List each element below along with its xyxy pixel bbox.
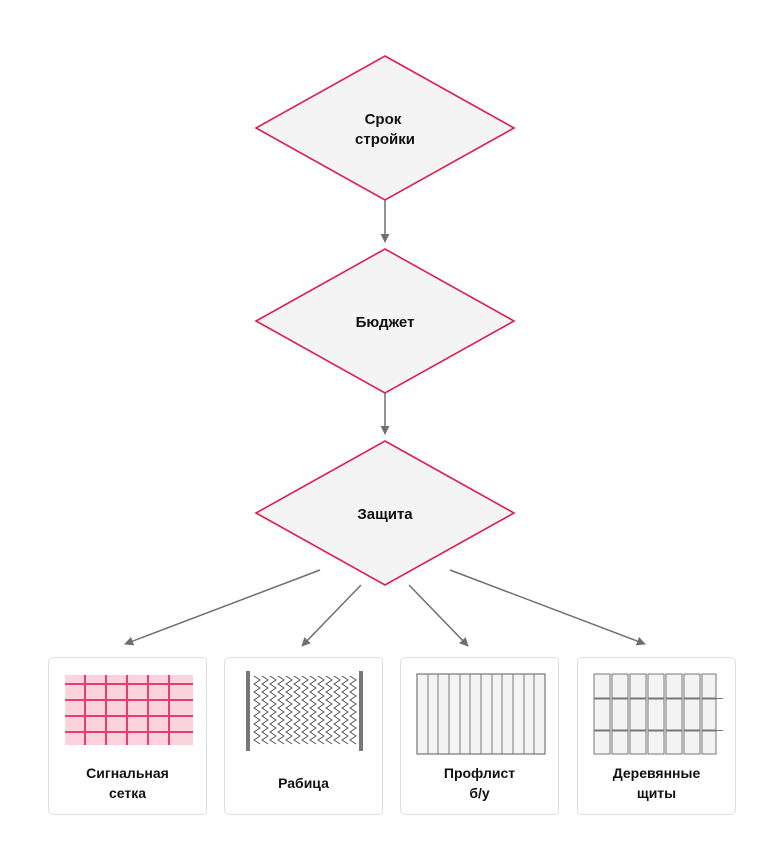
decision-label-term: Срок стройки xyxy=(355,111,415,148)
chain-link-mesh-icon xyxy=(246,671,363,751)
option-card-profile-sheet: Профлист б/у xyxy=(400,657,559,815)
option-card-wooden-panels: Деревянные щиты xyxy=(577,657,736,815)
decision-label-line: стройки xyxy=(355,131,415,148)
option-card-signal-mesh: Сигнальная сетка xyxy=(48,657,207,815)
signal-mesh-icon xyxy=(65,675,193,745)
connector-protection-to-signal-mesh xyxy=(124,569,321,646)
decision-node-term: Срок стройки xyxy=(254,55,516,201)
decision-diamond xyxy=(254,248,516,394)
decision-label-line: Срок xyxy=(365,111,402,128)
option-label: Рабица xyxy=(278,775,329,791)
decision-diamond xyxy=(254,440,516,586)
decision-label-budget: Бюджет xyxy=(356,314,415,331)
profile-sheet-icon xyxy=(416,673,546,755)
connector-protection-to-wooden-panels xyxy=(449,569,646,646)
option-label: Профлист б/у xyxy=(443,765,516,801)
decision-node-budget: Бюджет xyxy=(254,248,516,394)
wooden-panels-icon xyxy=(593,673,723,755)
decision-diamond xyxy=(254,55,516,201)
option-label: Деревянные щиты xyxy=(612,765,701,801)
decision-label-line: Бюджет xyxy=(356,314,415,331)
connector-protection-to-chain-link xyxy=(301,584,362,647)
decision-label-line: Защита xyxy=(357,506,413,523)
decision-node-protection: Защита xyxy=(254,440,516,586)
option-card-chain-link: Рабица xyxy=(224,657,383,815)
option-label: Сигнальная сетка xyxy=(86,765,169,801)
decision-label-protection: Защита xyxy=(357,506,413,523)
connector-protection-to-profile-sheet xyxy=(408,584,469,647)
